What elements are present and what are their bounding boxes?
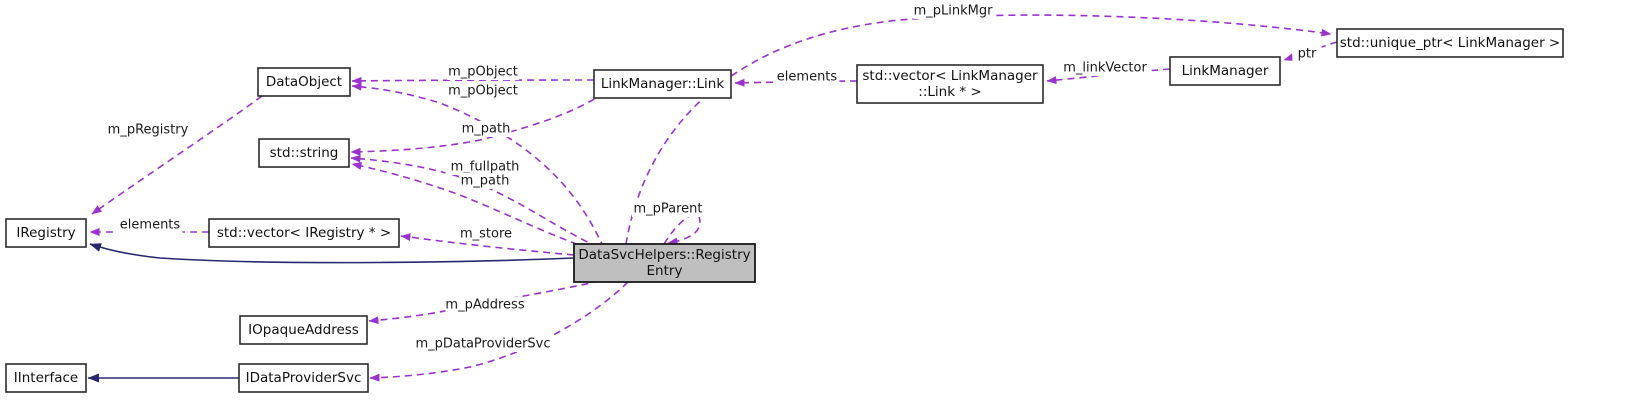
edge-label-layer: m_pLinkMgrm_pObjectm_pObjectm_pathm_full… <box>104 3 1322 352</box>
edge-label-e-plinkmgr: m_pLinkMgr <box>914 4 994 19</box>
class-box[interactable] <box>856 64 1044 104</box>
edge-registryentry-to-registryentry <box>663 213 701 246</box>
edge-label-backdrop <box>117 217 183 233</box>
edge-label-backdrop <box>632 201 704 217</box>
class-label: DataSvcHelpers::Registry <box>578 247 750 263</box>
edge-label-backdrop <box>457 226 515 242</box>
class-label: std::vector< IRegistry * > <box>217 225 391 241</box>
class-box[interactable] <box>239 315 368 345</box>
edge-dataobject-to-iregistry <box>91 95 263 215</box>
edge-linkmanager-to-vec_link <box>1046 68 1171 85</box>
class-label: ::Link * > <box>918 84 981 100</box>
class-node-vec_link[interactable]: std::vector< LinkManager::Link * > <box>856 64 1044 104</box>
edge-registryentry-to-iregistry <box>89 243 575 264</box>
edge-label-e-path-2: m_path <box>461 174 510 189</box>
class-node-idataprovidersvc[interactable]: IDataProviderSvc <box>238 363 369 393</box>
edge-label-e-pobject-2: m_pObject <box>448 84 518 99</box>
class-label: Entry <box>647 263 683 279</box>
edge-label-backdrop <box>913 3 993 19</box>
edge-label-backdrop <box>1292 46 1322 62</box>
edge-label-backdrop <box>459 173 511 189</box>
edge-linkmanagerlink-to-dataobject <box>351 76 595 85</box>
class-node-vec_iregistry[interactable]: std::vector< IRegistry * > <box>208 218 400 248</box>
class-label: std::unique_ptr< LinkManager > <box>1340 35 1560 51</box>
class-node-iinterface[interactable]: IInterface <box>5 363 87 393</box>
class-label: IRegistry <box>16 225 75 241</box>
edge-label-backdrop <box>447 64 519 80</box>
edge-label-e-elements-1: elements <box>120 218 181 233</box>
class-box[interactable] <box>1169 56 1281 86</box>
edge-registryentry-to-dataobject <box>351 82 605 249</box>
class-node-stdstring[interactable]: std::string <box>258 138 350 168</box>
class-box[interactable] <box>238 363 369 393</box>
edge-label-e-ptr: ptr <box>1298 47 1317 62</box>
class-node-linkmanagerlink[interactable]: LinkManager::Link <box>593 69 732 99</box>
edge-label-backdrop <box>460 121 512 137</box>
edge-label-backdrop <box>447 83 519 99</box>
edge-label-e-pobject-1: m_pObject <box>448 65 518 80</box>
edge-label-e-pregistry: m_pRegistry <box>108 123 189 138</box>
edge-label-backdrop <box>104 122 192 138</box>
class-label: DataObject <box>266 74 342 90</box>
class-label: LinkManager::Link <box>601 76 725 92</box>
edge-label-backdrop <box>445 159 525 175</box>
class-box[interactable] <box>5 363 87 393</box>
class-label: LinkManager <box>1182 63 1269 79</box>
class-node-unique_ptr_lm[interactable]: std::unique_ptr< LinkManager > <box>1336 28 1564 58</box>
class-box[interactable] <box>208 218 400 248</box>
edge-label-e-store: m_store <box>460 227 512 242</box>
class-node-iopaqueaddress[interactable]: IOpaqueAddress <box>239 315 368 345</box>
class-box[interactable] <box>258 138 350 168</box>
edge-label-e-path-1: m_path <box>462 122 511 137</box>
edge-linkmanagerlink-to-stdstring <box>350 83 614 156</box>
class-label: IInterface <box>14 370 78 386</box>
edge-label-e-pdpsvc: m_pDataProviderSvc <box>415 337 550 352</box>
edge-label-e-elements-2: elements <box>777 70 838 85</box>
edge-label-backdrop <box>415 336 551 352</box>
edge-registryentry-to-stdstring <box>351 162 601 253</box>
class-label: std::string <box>270 145 339 161</box>
edge-label-e-pparent: m_pParent <box>633 202 702 217</box>
edge-label-backdrop <box>1058 60 1152 76</box>
edge-registryentry-to-idataprovidersvc <box>369 281 629 382</box>
edge-label-e-linkvector: m_linkVector <box>1063 61 1147 76</box>
edge-label-backdrop <box>445 297 525 313</box>
edge-label-backdrop <box>774 69 840 85</box>
class-node-iregistry[interactable]: IRegistry <box>5 218 87 248</box>
class-label: IDataProviderSvc <box>246 370 362 386</box>
class-label: IOpaqueAddress <box>248 322 359 338</box>
class-box[interactable] <box>1336 28 1564 58</box>
class-box[interactable] <box>5 218 87 248</box>
class-label: std::vector< LinkManager <box>862 68 1038 84</box>
class-box[interactable] <box>257 67 351 97</box>
edge-registryentry-to-unique_ptr_lm <box>625 14 1332 245</box>
class-box[interactable] <box>593 69 732 99</box>
class-box[interactable] <box>573 243 756 283</box>
class-node-dataobject[interactable]: DataObject <box>257 67 351 97</box>
edge-label-e-paddress: m_pAddress <box>445 298 524 313</box>
class-node-linkmanager[interactable]: LinkManager <box>1169 56 1281 86</box>
edge-label-e-fullpath: m_fullpath <box>451 160 520 175</box>
edge-registryentry-to-vec_iregistry <box>400 233 575 256</box>
